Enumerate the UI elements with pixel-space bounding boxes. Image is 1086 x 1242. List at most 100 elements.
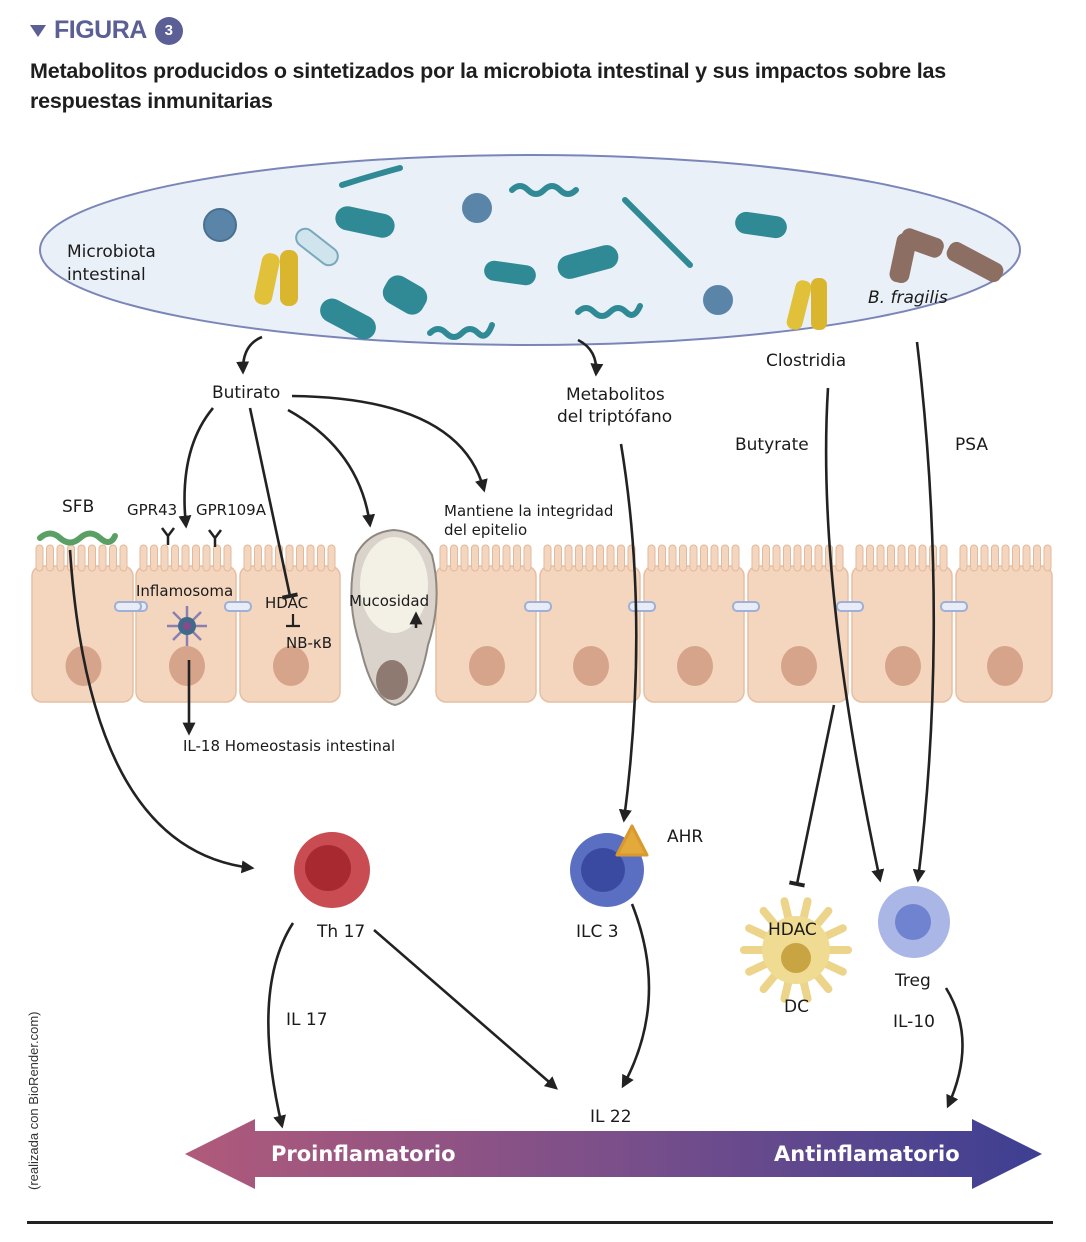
gpr43-label: GPR43 [127, 501, 177, 519]
microbiota-label: Microbiota [67, 242, 156, 262]
ahr-label: AHR [667, 827, 703, 847]
figure-title: Metabolitos producidos o sintetizados po… [30, 59, 947, 113]
arrow-butirato-to-mucosidad [287, 408, 376, 528]
butyrate-label: Butyrate [735, 435, 809, 455]
nucleus [273, 646, 309, 686]
mantiene-label: Mantiene la integridad [444, 502, 613, 520]
th17-cell [294, 832, 370, 908]
spirochete-bacterium [339, 165, 403, 188]
il22-label: IL 22 [590, 1107, 632, 1127]
tight-junction [836, 601, 864, 612]
inflammasome-icon [167, 606, 207, 646]
microbiota-label-2: intestinal [67, 265, 146, 285]
nucleus [573, 646, 609, 686]
nucleus [677, 646, 713, 686]
figure-header: FIGURA 3 [30, 16, 183, 45]
treg-cell [878, 886, 950, 958]
cocci-bacterium [703, 285, 733, 315]
spirochete-bacterium [622, 197, 693, 268]
triptofano-label-2: del triptófano [557, 407, 672, 427]
arrow-butirato-to-epitelio [291, 394, 488, 493]
sfb-bacterium [37, 530, 118, 546]
rod-bacterium [484, 260, 536, 286]
arrow-butirato-to-gpr [178, 407, 214, 529]
sfb-label: SFB [62, 497, 94, 517]
epithelium-layer [31, 544, 1053, 703]
epithelial-cell [435, 544, 537, 703]
triangle-icon [30, 24, 46, 37]
arrow-psa-to-treg [912, 341, 936, 883]
figure-number-badge: 3 [154, 16, 183, 45]
tight-junction [628, 601, 656, 612]
mucosidad-label: Mucosidad [349, 592, 429, 610]
epithelial-cell [851, 544, 953, 703]
antinflamatorio-label: Antinflamatorio [774, 1142, 960, 1166]
clostridia-bacterium [254, 250, 298, 306]
nucleus [885, 646, 921, 686]
rod-bacterium [735, 211, 787, 239]
epithelial-cell [239, 544, 341, 703]
treg-label: Treg [894, 971, 931, 991]
spirillum-bacterium [509, 183, 579, 197]
il18-label: IL-18 Homeostasis intestinal [183, 737, 395, 755]
arrow-sfb-to-th17 [68, 549, 255, 874]
nucleus [987, 646, 1023, 686]
bottom-divider [27, 1221, 1053, 1224]
hdac-label: HDAC [265, 594, 308, 612]
ilc3-label: ILC 3 [576, 922, 619, 942]
b-fragilis-label: B. fragilis [868, 288, 948, 308]
pathway-arrows [68, 335, 964, 1129]
ahr-receptor-icon [615, 824, 649, 857]
cocci-bacterium [462, 193, 492, 223]
il10-label: IL-10 [893, 1012, 935, 1032]
microbiota-bacteria [203, 165, 1004, 340]
goblet-cell [350, 528, 438, 707]
tight-junction [224, 601, 252, 612]
dc-hdac-label: HDAC [768, 920, 817, 940]
nucleus [469, 646, 505, 686]
tight-junction [114, 601, 142, 612]
arrow-triptofano-to-ahr [618, 443, 638, 823]
arrow-treg-il10 [944, 987, 964, 1109]
proinflamatorio-label: Proinflamatorio [271, 1142, 456, 1166]
tight-junction [524, 601, 552, 612]
triptofano-label: Metabolitos [566, 385, 665, 405]
figure-credit: (realizada con BioRender.com) [26, 1011, 41, 1190]
epithelial-cell [539, 544, 641, 703]
epithelial-cell [955, 544, 1053, 703]
gpr109a-receptor-icon [208, 529, 222, 547]
il17-label: IL 17 [286, 1010, 328, 1030]
nbkb-label: NB-κB [286, 634, 332, 652]
rod-bacterium [557, 245, 619, 279]
spirillum-bacterium [427, 322, 495, 340]
mantiene-label-2: del epitelio [444, 521, 527, 539]
tight-junction [940, 601, 968, 612]
arrow-clostridia-butyrate [824, 387, 885, 883]
inflamosoma-label: Inflamosoma [136, 582, 233, 600]
clostridia-bacterium [786, 278, 827, 330]
gpr43-receptor-icon [161, 527, 175, 545]
nucleus [169, 646, 205, 686]
epithelial-cell [643, 544, 745, 703]
inhibit-butirato-to-hdac [248, 407, 299, 600]
rod-bacterium [382, 275, 428, 315]
b-fragilis-bacterium [889, 228, 1004, 284]
psa-label: PSA [955, 435, 988, 455]
clostridia-label: Clostridia [766, 351, 846, 371]
arrow-microbiota-to-triptofano [577, 338, 604, 377]
dendritic-cell [740, 897, 852, 1003]
intestinal-lumen [39, 154, 1021, 346]
cocci-bacterium [203, 208, 237, 242]
rod-bacterium [320, 298, 376, 340]
hdac-inhibits-nbkb-icon [286, 614, 300, 628]
figure-label: FIGURA [54, 16, 147, 44]
dc-label: DC [784, 997, 809, 1017]
tight-junction [732, 601, 760, 612]
arrow-th17-il22 [373, 929, 558, 1090]
gpr109a-label: GPR109A [196, 501, 267, 519]
epithelial-cell [31, 544, 134, 703]
arrow-ilc3-il22 [621, 903, 651, 1089]
arrow-th17-il17 [267, 922, 295, 1129]
nucleus [65, 646, 102, 686]
